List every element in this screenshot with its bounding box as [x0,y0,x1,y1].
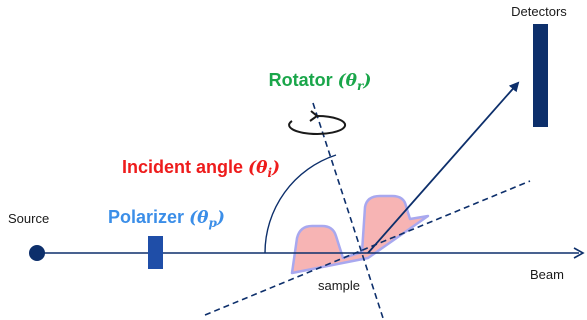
detectors-label: Detectors [511,4,567,19]
rotator-axis-line [312,102,384,319]
polarizer-label: Polarizer (θp) [108,207,225,230]
incident-angle-label: Incident angle (θi) [122,157,280,180]
polarizer-text: Polarizer [108,207,184,227]
reflected-beam-arrow [367,81,520,254]
sample-surface-line [204,180,531,316]
beam-label: Beam [530,267,564,282]
sample-label: sample [318,278,360,293]
beam-arrow-icon [573,247,585,259]
polarizer-icon [148,236,163,269]
rotation-arrow-icon [288,110,347,135]
incident-angle-text: Incident angle [122,157,243,177]
detectors-icon [533,24,548,127]
source-label: Source [8,211,49,226]
incident-angle-arc [264,154,337,254]
rotator-label: Rotator (θr) [269,70,372,93]
source-icon [29,245,45,261]
rotator-label-text: Rotator [269,70,333,90]
